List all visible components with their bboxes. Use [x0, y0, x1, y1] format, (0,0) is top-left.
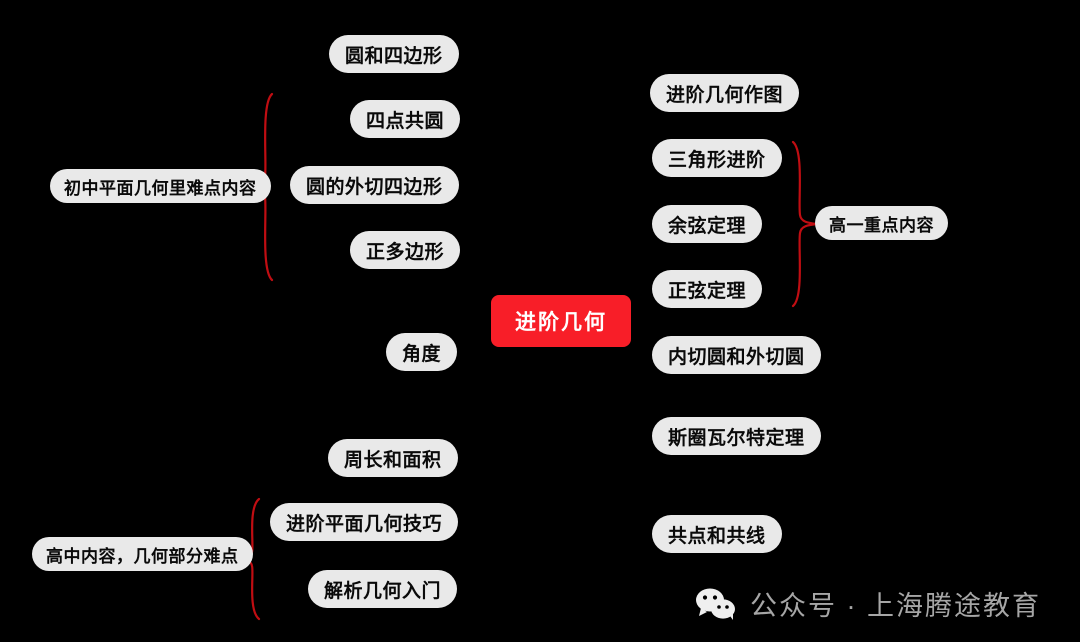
- node-label: 解析几何入门: [324, 580, 442, 602]
- group-label-grade-one[interactable]: 高一重点内容: [815, 206, 948, 240]
- node-concurrency-collinearity[interactable]: 共点和共线: [652, 515, 782, 553]
- node-tangential-quadrilateral[interactable]: 圆的外切四边形: [290, 166, 459, 204]
- node-label: 圆和四边形: [345, 45, 443, 67]
- node-label: 内切圆和外切圆: [668, 346, 805, 368]
- node-label: 四点共圆: [366, 110, 445, 132]
- node-label: 共点和共线: [668, 525, 766, 547]
- node-label: 圆的外切四边形: [306, 176, 443, 198]
- node-regular-polygon[interactable]: 正多边形: [350, 231, 461, 269]
- node-label: 角度: [402, 343, 442, 365]
- node-incircle-excircle[interactable]: 内切圆和外切圆: [652, 336, 821, 374]
- node-label: 斯圈瓦尔特定理: [668, 427, 805, 449]
- node-advanced-plane-geometry-techniques[interactable]: 进阶平面几何技巧: [270, 503, 459, 541]
- group-label-high-school[interactable]: 高中内容，几何部分难点: [32, 537, 253, 571]
- node-label: 三角形进阶: [668, 149, 766, 171]
- node-four-points-concyclic[interactable]: 四点共圆: [350, 100, 461, 138]
- node-advanced-triangles[interactable]: 三角形进阶: [652, 139, 782, 177]
- node-label: 正多边形: [366, 241, 445, 263]
- node-analytic-geometry-intro[interactable]: 解析几何入门: [308, 570, 458, 608]
- watermark: 公众号 · 上海腾途教育: [694, 584, 1041, 623]
- wechat-icon: [694, 588, 738, 620]
- node-label: 正弦定理: [668, 280, 747, 302]
- center-node-label: 进阶几何: [515, 311, 607, 334]
- group-label-middle-school[interactable]: 初中平面几何里难点内容: [50, 169, 271, 203]
- node-perimeter-area[interactable]: 周长和面积: [328, 439, 458, 477]
- group-label-middle-school-text: 初中平面几何里难点内容: [64, 178, 257, 198]
- group-label-grade-one-text: 高一重点内容: [829, 215, 934, 235]
- group-label-high-school-text: 高中内容，几何部分难点: [46, 546, 239, 566]
- node-label: 周长和面积: [344, 449, 442, 471]
- node-circle-quadrilateral[interactable]: 圆和四边形: [329, 35, 459, 73]
- center-node[interactable]: 进阶几何: [491, 295, 631, 347]
- node-advanced-geometric-construction[interactable]: 进阶几何作图: [650, 74, 800, 112]
- node-law-of-sines[interactable]: 正弦定理: [652, 270, 763, 308]
- watermark-text: 公众号 · 上海腾途教育: [750, 591, 1041, 621]
- node-label: 进阶几何作图: [666, 84, 784, 106]
- node-law-of-cosines[interactable]: 余弦定理: [652, 205, 763, 243]
- node-label: 进阶平面几何技巧: [286, 513, 443, 535]
- node-label: 余弦定理: [668, 215, 747, 237]
- node-angle[interactable]: 角度: [386, 333, 458, 371]
- node-stewart-theorem[interactable]: 斯圈瓦尔特定理: [652, 417, 821, 455]
